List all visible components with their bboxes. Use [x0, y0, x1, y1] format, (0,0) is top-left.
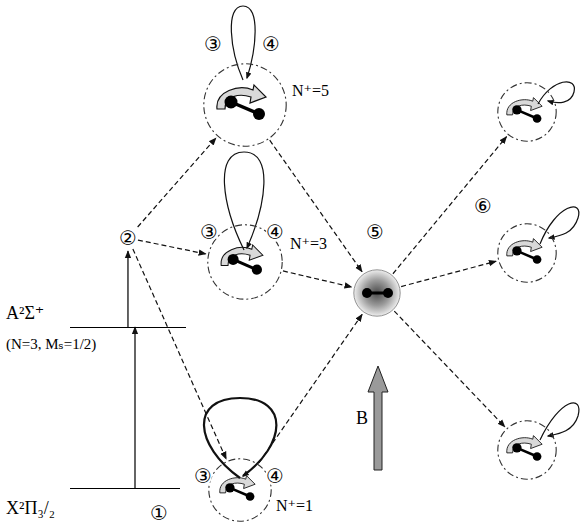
step-number: ③	[204, 34, 222, 54]
electron-loop	[540, 207, 579, 244]
step-number: ④	[262, 34, 280, 54]
ion-core: ⑤	[353, 269, 401, 317]
molecule	[507, 239, 542, 264]
circle-outline	[498, 83, 556, 141]
electron-loop	[540, 403, 579, 440]
molecule	[220, 476, 255, 501]
circle-outline	[353, 269, 401, 317]
field-label: B	[356, 408, 368, 429]
dashed-arrow	[133, 249, 226, 459]
excitation-arrow	[134, 327, 135, 488]
atom	[362, 288, 372, 298]
circle-outline	[497, 223, 557, 283]
step-number: ④	[266, 222, 284, 242]
molecule	[507, 98, 542, 123]
quantum-numbers: (N=3, Mₛ=1/2)	[6, 336, 96, 353]
rotational-state-label: N⁺=1	[276, 497, 313, 515]
step-number: ⑥	[474, 196, 492, 216]
electron-loop	[204, 398, 276, 478]
circle-outline	[354, 270, 400, 316]
scattered-state-circle: ⑥	[497, 223, 557, 283]
circle-outline	[208, 458, 272, 522]
step-number: ⑤	[366, 222, 384, 242]
circle-outline	[209, 459, 271, 521]
rotational-state-label: N⁺=5	[292, 82, 329, 100]
circle-outline	[203, 63, 287, 147]
molecule	[221, 245, 263, 275]
scattered-state-circle	[497, 82, 557, 142]
step-node: ②	[119, 228, 137, 248]
dashed-arrow	[283, 271, 352, 287]
step-number: ③	[200, 222, 218, 242]
state-label: A²Σ⁺	[6, 303, 44, 324]
electron-loop	[231, 6, 255, 80]
ion-core-glow	[354, 270, 400, 316]
ion-state-circle: N⁺=5	[203, 63, 287, 147]
circle-outline	[497, 420, 557, 480]
rotational-state-label: N⁺=3	[290, 235, 327, 253]
dashed-arrow	[138, 138, 216, 227]
excitation-arrow	[127, 251, 128, 327]
field-arrow	[368, 366, 388, 470]
energy-level: A²Σ⁺(N=3, Mₛ=1/2)	[70, 327, 186, 365]
circle-outline	[204, 64, 286, 146]
dashed-arrow	[401, 261, 496, 286]
ion-state-circle: N⁺=1	[208, 458, 272, 522]
step-number: ④	[266, 466, 284, 486]
step-number: ②	[119, 228, 137, 248]
dashed-arrow	[138, 240, 206, 254]
state-label: X²Π₃/₂	[6, 498, 55, 519]
dashed-arrow	[394, 311, 505, 427]
electron-loop	[224, 152, 264, 250]
circle-outline	[497, 82, 557, 142]
circle-outline	[498, 224, 556, 282]
molecule	[507, 436, 542, 461]
dashed-arrow	[259, 314, 362, 463]
circle-outline	[498, 421, 556, 479]
dashed-arrow	[270, 140, 362, 272]
scattered-state-circle	[497, 420, 557, 480]
atom	[383, 288, 393, 298]
electron-loop	[538, 82, 574, 104]
step-number: ①	[150, 503, 168, 523]
step-number: ③	[194, 466, 212, 486]
dashed-arrow	[393, 137, 507, 274]
molecule	[217, 85, 266, 120]
